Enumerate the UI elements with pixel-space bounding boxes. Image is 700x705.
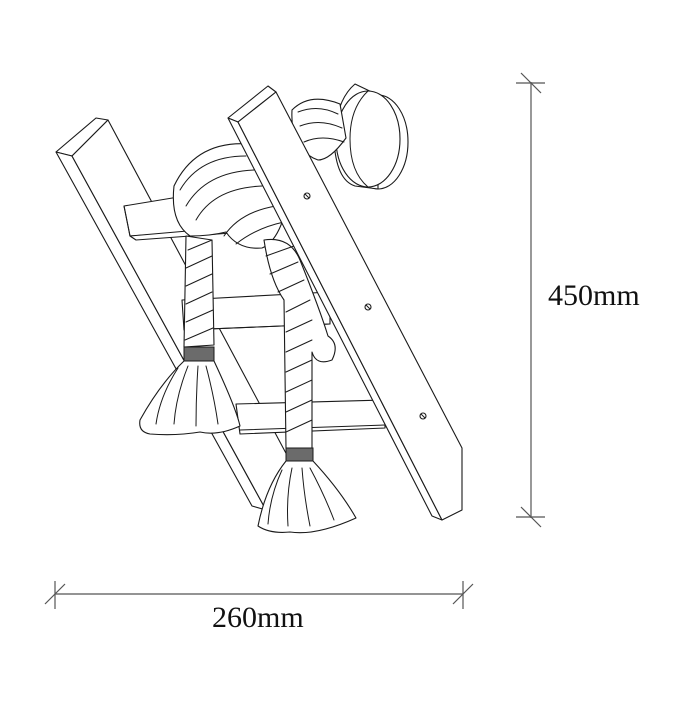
height-dimension-line	[516, 72, 545, 528]
rope-binding-band-left	[183, 346, 215, 362]
screw-top	[303, 192, 311, 200]
width-dimension-label: 260mm	[212, 601, 304, 634]
rope-arm-left	[139, 235, 241, 436]
ladder-rail-right	[227, 85, 463, 521]
rope-binding-band-right	[285, 447, 314, 462]
rope-arm-right	[257, 238, 357, 534]
width-dimension-line	[44, 581, 474, 609]
wall-mount-canopy	[333, 83, 409, 190]
screw-middle	[364, 303, 372, 311]
screw-bottom	[419, 412, 427, 420]
height-dimension-label: 450mm	[548, 279, 640, 312]
rope-tassel-left	[139, 360, 241, 436]
